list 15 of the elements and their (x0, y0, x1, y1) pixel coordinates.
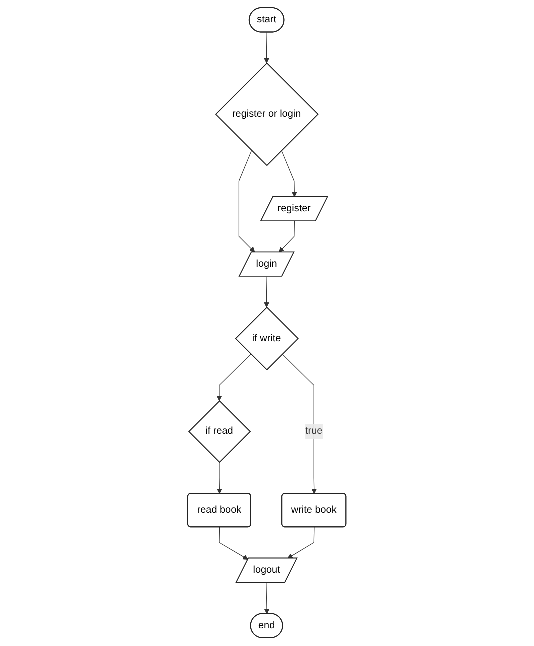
edge-label: true (305, 426, 323, 437)
arrow (264, 276, 270, 308)
arrow (282, 354, 317, 494)
node-diamond: register or login (215, 62, 319, 166)
node-diamond: if write (235, 306, 299, 371)
arrow (264, 32, 270, 64)
arrow (278, 221, 295, 253)
arrow (264, 582, 270, 614)
arrow (238, 150, 256, 253)
arrow (216, 462, 222, 494)
arrow (216, 354, 252, 402)
arrow (281, 150, 298, 198)
arrow (219, 527, 248, 560)
arrow (288, 527, 315, 559)
node-diamond: if read (188, 400, 252, 464)
